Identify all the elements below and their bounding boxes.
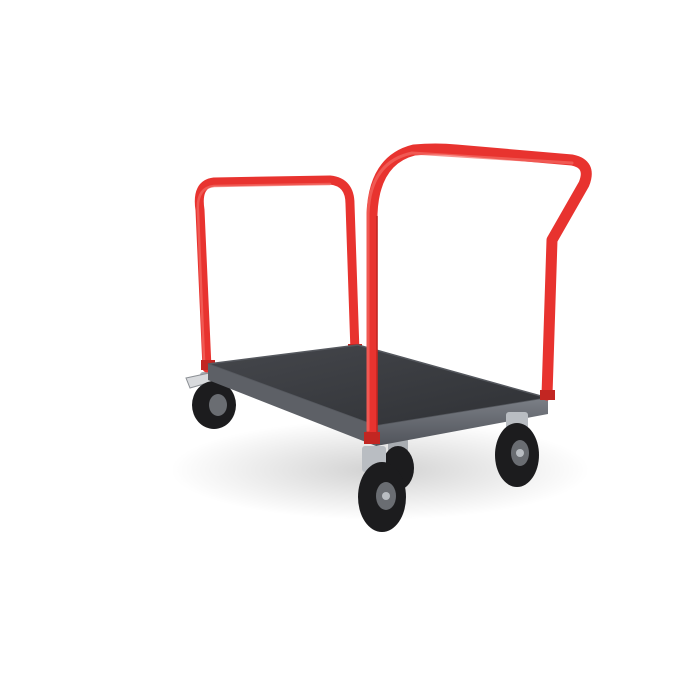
right-handle-highlight	[366, 151, 574, 432]
rear-left-hub	[209, 394, 227, 416]
front-left-axle	[382, 492, 390, 500]
right-handle-foot-left	[364, 432, 380, 444]
left-handle-highlight	[196, 182, 332, 362]
front-right-axle	[516, 449, 524, 457]
right-handle	[364, 143, 592, 444]
deck-frame-left	[208, 364, 376, 446]
deck-frame-front	[376, 398, 548, 446]
right-handle-foot-right	[540, 390, 555, 400]
front-left-wheel	[358, 446, 406, 532]
right-handle-tube	[366, 143, 592, 444]
left-handle-tube	[194, 175, 360, 373]
left-handle	[194, 175, 362, 373]
front-right-wheel	[495, 412, 539, 487]
rear-left-wheel	[185, 371, 236, 429]
